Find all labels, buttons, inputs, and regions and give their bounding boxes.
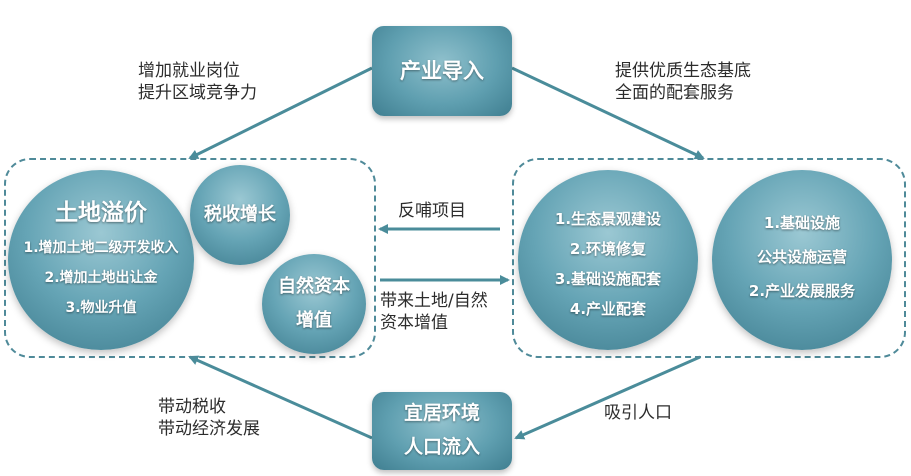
arrow-right-to-bottom: [514, 355, 701, 440]
livable-environment-line1: 宜居环境: [403, 402, 480, 424]
label-forward-line2: 资本增值: [380, 313, 448, 333]
industry-import-label: 产业导入: [400, 59, 484, 83]
eco-item-2: 2.环境修复: [569, 240, 647, 258]
left-group-frame: [4, 158, 376, 358]
natural-capital-circle: 自然资本 增值: [262, 254, 366, 354]
label-forward-line1: 带来土地/自然: [380, 291, 488, 311]
ops-item-2: 公共设施运营: [756, 248, 847, 266]
tax-growth-circle: 税收增长: [190, 165, 290, 265]
label-top-left: 增加就业岗位 提升区域竞争力: [138, 60, 257, 104]
label-forward: 带来土地/自然 资本增值: [380, 290, 488, 334]
ops-item-3: 2.产业发展服务: [748, 282, 856, 300]
ops-item-1: 1.基础设施: [763, 214, 841, 232]
land-premium-item-1: 1.增加土地二级开发收入: [23, 240, 179, 256]
label-bottom-right: 吸引人口: [604, 402, 672, 424]
natural-capital-line1: 自然资本: [278, 276, 350, 297]
label-bottom-right-text: 吸引人口: [604, 403, 672, 423]
operations-services-circle: 1.基础设施 公共设施运营 2.产业发展服务: [712, 170, 892, 350]
livable-environment-box: 宜居环境 人口流入: [372, 392, 512, 470]
label-top-left-line1: 增加就业岗位: [138, 61, 240, 81]
industry-import-box: 产业导入: [372, 26, 512, 116]
eco-item-4: 4.产业配套: [569, 300, 647, 318]
ecological-construction-circle: 1.生态景观建设 2.环境修复 3.基础设施配套 4.产业配套: [518, 170, 698, 350]
land-premium-item-2: 2.增加土地出让金: [44, 270, 158, 286]
label-top-right-line1: 提供优质生态基底: [615, 61, 751, 81]
eco-item-3: 3.基础设施配套: [554, 270, 662, 288]
arrow-top-to-right: [511, 66, 705, 160]
eco-item-1: 1.生态景观建设: [554, 210, 662, 228]
land-premium-item-3: 3.物业升值: [65, 300, 137, 316]
label-feedback: 反哺项目: [398, 200, 466, 222]
label-top-right-line2: 全面的配套服务: [615, 83, 734, 103]
label-top-right: 提供优质生态基底 全面的配套服务: [615, 60, 751, 104]
tax-growth-label: 税收增长: [204, 204, 276, 225]
label-bottom-left-line2: 带动经济发展: [158, 419, 260, 439]
right-group-frame: [512, 158, 906, 358]
natural-capital-line2: 增值: [296, 310, 332, 331]
label-bottom-left: 带动税收 带动经济发展: [158, 396, 260, 440]
arrow-bottom-to-left: [188, 355, 373, 440]
label-top-left-line2: 提升区域竞争力: [138, 83, 257, 103]
land-premium-title: 土地溢价: [55, 200, 147, 226]
land-premium-circle: 土地溢价 1.增加土地二级开发收入 2.增加土地出让金 3.物业升值: [8, 170, 194, 350]
livable-environment-line2: 人口流入: [403, 436, 480, 458]
label-feedback-text: 反哺项目: [398, 201, 466, 221]
arrow-top-to-left: [188, 66, 373, 160]
label-bottom-left-line1: 带动税收: [158, 397, 226, 417]
